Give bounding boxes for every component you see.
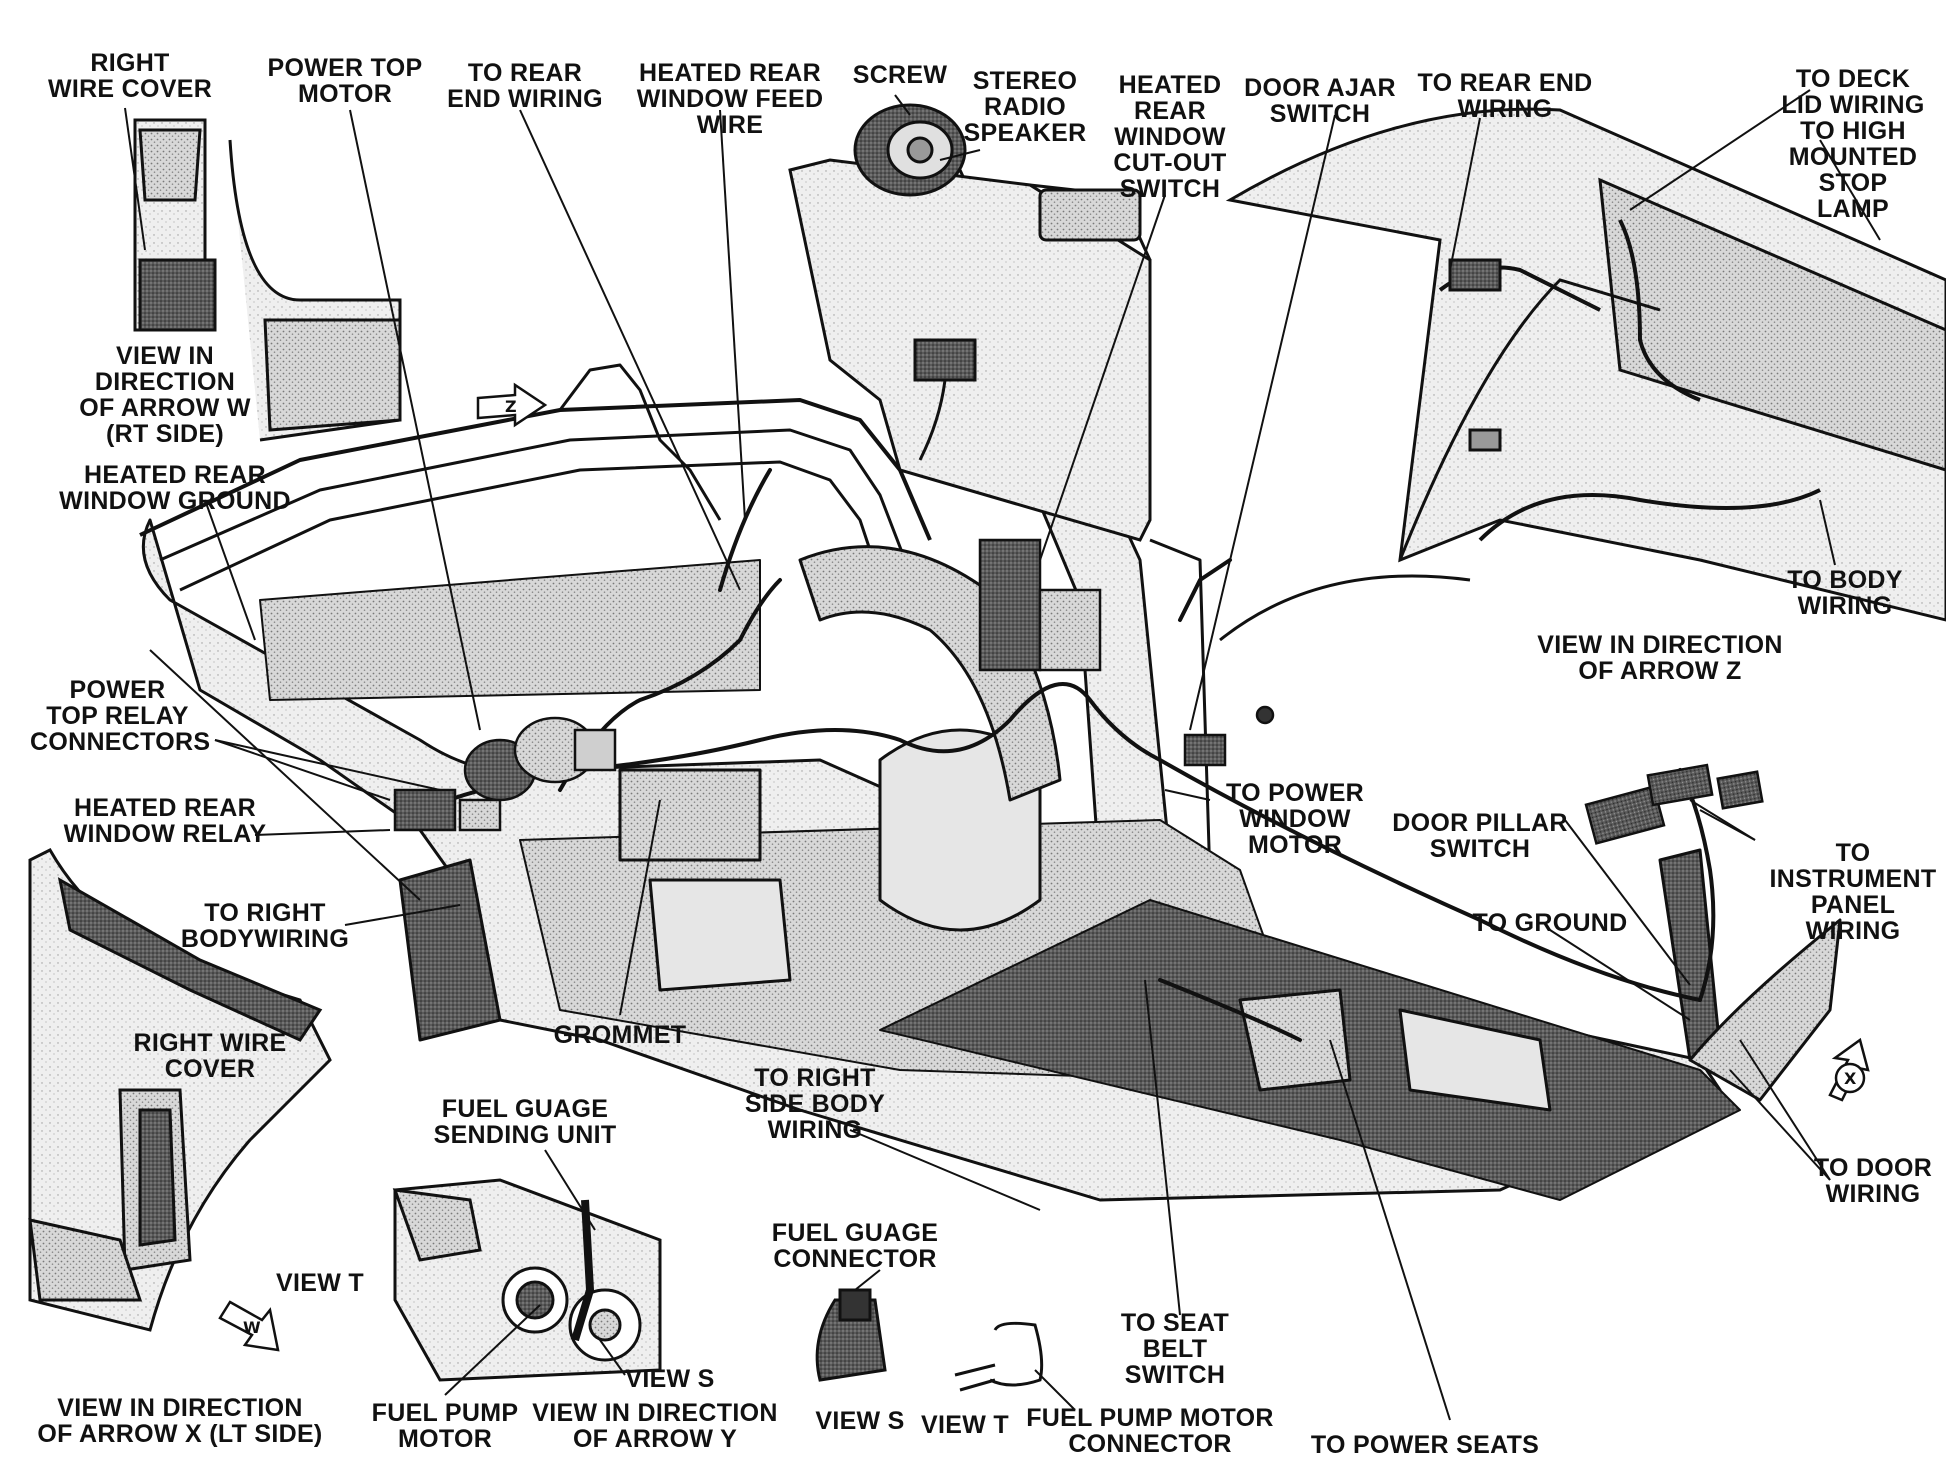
view-z-inset xyxy=(1219,107,1946,642)
arrow-x-letter: X xyxy=(1844,1069,1857,1088)
label-view-arrow-z: VIEW IN DIRECTION OF ARROW Z xyxy=(1537,631,1783,685)
label-fuel-gauge-connector: FUEL GUAGE CONNECTOR xyxy=(771,1219,939,1273)
arrow-w-letter: W xyxy=(243,1318,261,1337)
label-to-power-seats: TO POWER SEATS xyxy=(1310,1431,1540,1459)
label-to-rear-end-wiring-2: TO REAR END WIRING xyxy=(1417,69,1593,123)
label-view-t: VIEW T xyxy=(921,1411,1009,1439)
view-t-connector xyxy=(954,1321,1044,1392)
leader-lines xyxy=(124,89,1881,1421)
label-to-right-side-body-wiring: TO RIGHT SIDE BODY WIRING xyxy=(744,1064,886,1144)
label-view-s: VIEW S xyxy=(815,1407,905,1435)
main-components xyxy=(393,538,1764,845)
label-to-power-window-motor: TO POWER WINDOW MOTOR xyxy=(1225,779,1365,859)
label-view-arrow-y: VIEW IN DIRECTION OF ARROW Y xyxy=(532,1399,778,1453)
label-power-top-motor: POWER TOP MOTOR xyxy=(267,54,423,108)
label-to-right-body-wiring: TO RIGHT BODYWIRING xyxy=(180,899,350,953)
label-to-seat-belt-switch: TO SEAT BELT SWITCH xyxy=(1120,1309,1230,1389)
label-door-pillar-switch: DOOR PILLAR SWITCH xyxy=(1392,809,1568,863)
label-view-arrow-x: VIEW IN DIRECTION OF ARROW X (LT SIDE) xyxy=(37,1394,323,1448)
label-to-door-wiring: TO DOOR WIRING xyxy=(1813,1154,1933,1208)
label-to-rear-end-wiring-1: TO REAR END WIRING xyxy=(447,59,603,113)
label-view-s-small: VIEW S xyxy=(625,1365,715,1393)
label-fuel-gauge-sending-unit: FUEL GUAGE SENDING UNIT xyxy=(433,1095,617,1149)
arrow-z-marker xyxy=(476,382,548,428)
label-heated-rear-window-relay: HEATED REAR WINDOW RELAY xyxy=(63,794,267,848)
label-stereo-radio-speaker: STEREO RADIO SPEAKER xyxy=(963,67,1087,147)
label-heated-rear-window-ground: HEATED REAR WINDOW GROUND xyxy=(59,461,291,515)
label-right-wire-cover-bottom: RIGHT WIRE COVER xyxy=(133,1029,287,1083)
label-to-instrument-panel-wiring: TO INSTRUMENT PANEL WIRING xyxy=(1769,839,1937,945)
view-w-inset xyxy=(133,118,402,442)
label-to-deck-lid-wiring: TO DECK LID WIRING TO HIGH MOUNTED STOP … xyxy=(1781,65,1925,223)
arrow-z-letter: Z xyxy=(505,397,517,416)
label-heated-rear-window-cutout-switch: HEATED REAR WINDOW CUT-OUT SWITCH xyxy=(1113,71,1227,203)
label-fuel-pump-motor: FUEL PUMP MOTOR xyxy=(371,1399,519,1453)
label-door-ajar-switch: DOOR AJAR SWITCH xyxy=(1244,74,1396,128)
arrow-x-marker xyxy=(1828,1037,1870,1102)
view-x-inset xyxy=(28,848,332,1332)
label-screw: SCREW xyxy=(852,61,948,89)
label-right-wire-cover-top: RIGHT WIRE COVER xyxy=(47,49,213,103)
speaker-inset xyxy=(788,103,1152,542)
arrow-w-marker xyxy=(218,1300,280,1352)
label-view-arrow-w: VIEW IN DIRECTION OF ARROW W (RT SIDE) xyxy=(79,342,251,448)
label-heated-rear-window-feed-wire: HEATED REAR WINDOW FEED WIRE xyxy=(636,59,824,139)
label-to-ground: TO GROUND xyxy=(1472,909,1628,937)
label-to-body-wiring: TO BODY WIRING xyxy=(1787,566,1903,620)
label-fuel-pump-motor-connector: FUEL PUMP MOTOR CONNECTOR xyxy=(1026,1404,1274,1458)
label-power-top-relay-connectors: POWER TOP RELAY CONNECTORS xyxy=(30,676,211,756)
label-grommet: GROMMET xyxy=(553,1021,687,1049)
view-s-connector xyxy=(815,1288,887,1382)
car-body xyxy=(139,168,1842,1202)
label-view-t-left: VIEW T xyxy=(276,1269,364,1297)
view-y-inset xyxy=(392,1178,662,1382)
